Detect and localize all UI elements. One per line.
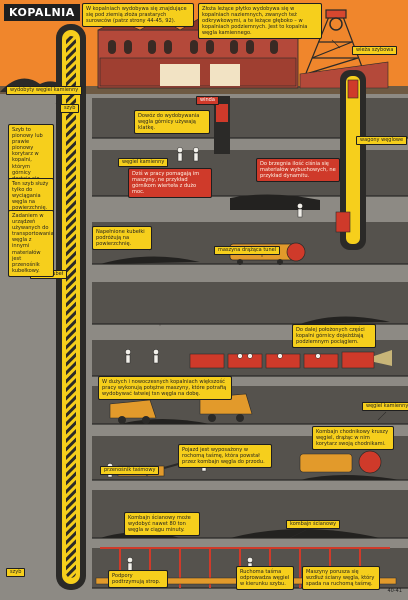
label-wieza-szybowa: wieża szybowa: [352, 46, 398, 55]
label-szyb-top: szyb: [60, 104, 80, 113]
callout-full-buckets: Napełnione kubełki podróżują na powierzc…: [92, 226, 152, 251]
callout-two-shafts: Ten szyb służy tylko do wyciągania węgla…: [8, 178, 54, 215]
label-wegiel-kamienny: węgiel kamienny: [118, 158, 169, 167]
callout-longwall-combine: Kombajn ścianowy może wydobyć nawet 80 t…: [124, 512, 200, 537]
page-number: 40-41: [387, 588, 402, 594]
callout-dogs: Dziś w pracy pomagają im maszyny, ne prz…: [128, 168, 212, 199]
callout-jacks: Maszyny porusza się wzdłuż ściany węgla,…: [302, 566, 380, 591]
label-przenosnik: przenośnik taśmowy: [100, 466, 160, 475]
road-header-combine: [299, 450, 382, 474]
callout-belt-loader: Pojazd jest wyposażony w rochomą taśmę, …: [178, 444, 272, 469]
callout-miners-train: Do dalej położonych części kopalni górni…: [292, 324, 376, 349]
man-cage-shaft: [214, 96, 230, 154]
label-szyb-bottom: szyb: [6, 568, 26, 577]
callout-belt-carries: Ruchoma taśma odprowadza węgiel w kierun…: [236, 566, 294, 591]
label-wegiel-kamienny-2: węgiel kamienny: [362, 402, 408, 411]
label-kombajn: kombajn ścianowy: [286, 520, 341, 529]
callout-shield-support: Podpory podtrzymują strop.: [108, 570, 168, 589]
callout-shaft-bottom: Do brzegnia ilość ciśnia się materiałów …: [256, 158, 340, 183]
callout-access: Dowóz do wydobywania węgla górnicy używa…: [134, 110, 210, 135]
page-title: KOPALNIA: [4, 4, 80, 21]
intro-right-callout: Złoża leżące płytko wydobywa się w kopal…: [198, 3, 322, 40]
miners-train: [189, 350, 392, 369]
label-winda: winda: [196, 96, 219, 105]
label-wagony-weglowe: wagony węglowe: [356, 136, 408, 145]
intro-left-callout: W kopalniach wydobywa się znajdujące się…: [82, 3, 194, 28]
elevator-shaft: [335, 70, 366, 250]
callout-conveyor-info: Zadaniem w urządzeń używanych do transpo…: [8, 210, 54, 277]
label-wydobyty-wegiel: wydobyty węgiel kamienny: [6, 86, 83, 95]
bucket-elevator-shaft: [56, 24, 86, 590]
label-maszyna-drazaca: maszyna drążąca tunel: [214, 246, 281, 255]
callout-machines: W dużych i nowoczesnych kopalniach więks…: [98, 376, 232, 401]
callout-combine: Kombajn chodnikowy kruszy węgiel, drążąc…: [312, 426, 394, 451]
